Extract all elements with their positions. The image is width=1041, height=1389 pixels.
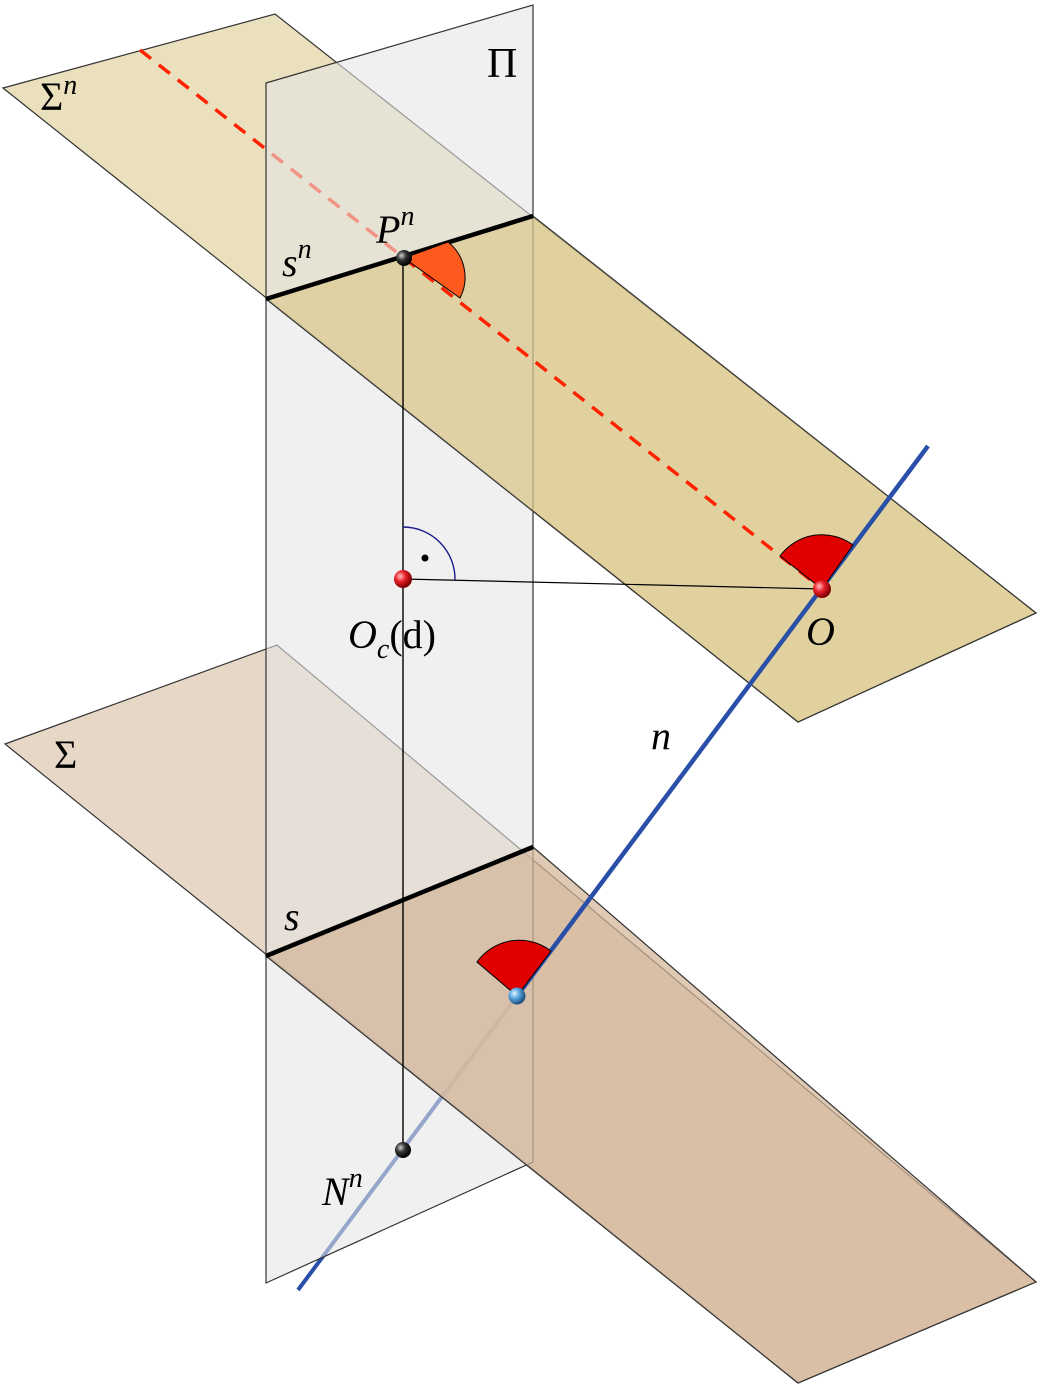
label-s-n: sn xyxy=(282,234,312,285)
point-n-n xyxy=(395,1142,411,1158)
label-o-c: Oc(d) xyxy=(348,612,436,665)
label-s: s xyxy=(284,894,300,939)
label-n-n: Nn xyxy=(321,1163,363,1214)
angle-marker-o xyxy=(779,534,854,590)
label-sigma: Σ xyxy=(54,732,77,777)
label-pi: Π xyxy=(487,41,517,87)
point-o-c xyxy=(394,570,412,588)
right-angle-dot xyxy=(421,554,429,562)
label-o: O xyxy=(806,609,835,654)
point-p-n xyxy=(396,250,412,266)
point-sigma-intersection xyxy=(508,987,526,1005)
label-n: n xyxy=(651,713,671,758)
line-s xyxy=(265,844,534,959)
angle-marker-sigma xyxy=(476,939,552,997)
angle-marker-pn xyxy=(402,241,466,299)
dashed-line-front xyxy=(402,256,824,591)
point-o xyxy=(813,580,831,598)
label-p-n: Pn xyxy=(375,201,414,252)
label-sigma-n: Σn xyxy=(40,70,77,119)
right-angle-arc xyxy=(402,526,456,581)
segment-oc-o xyxy=(402,578,823,590)
line-n-upper xyxy=(515,444,930,998)
